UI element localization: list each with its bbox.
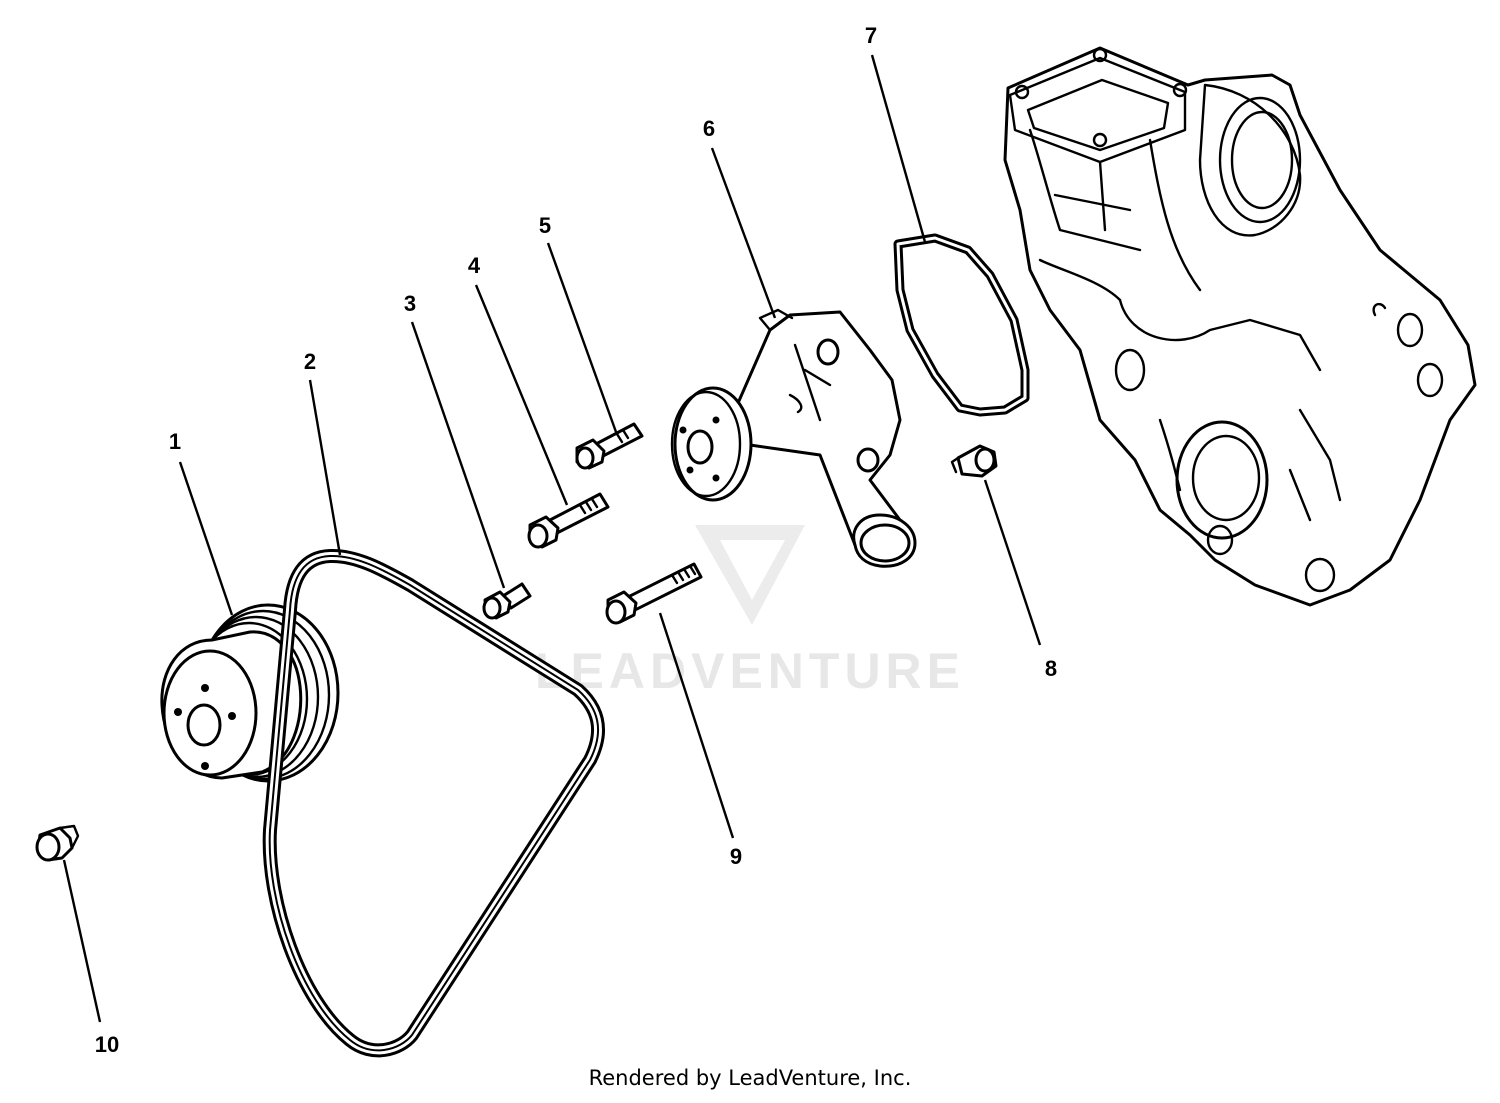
part-1-pulley[interactable]	[160, 603, 340, 783]
leader-6	[710, 147, 777, 319]
part-8-fitting[interactable]	[950, 444, 998, 478]
part-2-v-belt[interactable]	[262, 548, 606, 1058]
leader-lines	[62, 54, 1042, 1023]
leader-8	[983, 479, 1042, 646]
callout-6: 6	[703, 116, 715, 141]
watermark: LEADVENTURE	[535, 525, 965, 699]
callout-labels: 1 2 3 4 5 6 7 8 9 10	[95, 23, 1057, 1057]
part-3-bolt[interactable]	[482, 582, 532, 620]
part-6-water-pump[interactable]	[670, 308, 917, 568]
leader-5	[546, 242, 618, 433]
callout-7: 7	[865, 23, 877, 48]
callout-1: 1	[169, 429, 181, 454]
part-10-plug[interactable]	[35, 824, 80, 862]
leader-4	[474, 284, 569, 506]
leader-9	[658, 612, 735, 839]
leader-2	[308, 379, 342, 556]
watermark-logo-icon	[695, 525, 805, 625]
leader-1	[178, 461, 234, 616]
part-9-bolt[interactable]	[605, 562, 703, 625]
part-5-bolt[interactable]	[575, 422, 644, 470]
footer-credit: Rendered by LeadVenture, Inc.	[588, 1066, 912, 1090]
gear-case-housing[interactable]	[1003, 46, 1477, 607]
callout-2: 2	[304, 349, 316, 374]
callout-8: 8	[1045, 656, 1057, 681]
leader-7	[870, 54, 927, 243]
callout-10: 10	[95, 1032, 119, 1057]
part-7-gasket[interactable]	[893, 233, 1030, 417]
callout-3: 3	[404, 291, 416, 316]
leader-10	[62, 859, 102, 1023]
leader-3	[410, 321, 506, 589]
part-4-bolt[interactable]	[527, 492, 610, 549]
callout-9: 9	[730, 844, 742, 869]
callout-5: 5	[539, 213, 551, 238]
watermark-text: LEADVENTURE	[535, 643, 965, 699]
callout-4: 4	[468, 253, 481, 278]
